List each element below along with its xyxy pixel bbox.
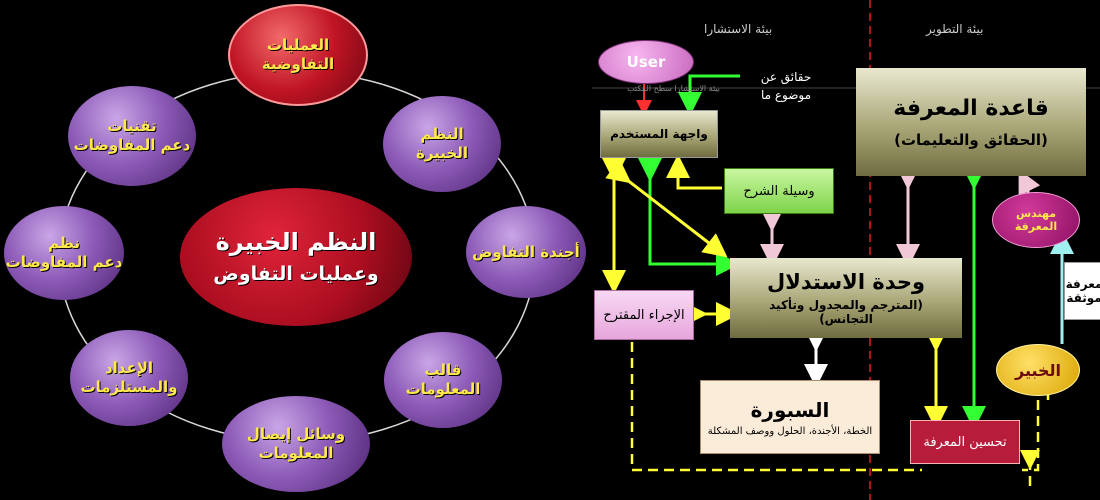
blackboard-box: السبورة الخطة، الأجندة، الحلول ووصف المش…: [700, 380, 880, 454]
inference-subtitle: (المترجم والمجدول وتأكيد التجانس): [769, 298, 923, 326]
node-preparation: الإعداد والمستلزمات: [70, 330, 188, 426]
node-negotiation-processes: العمليات التفاوضية: [228, 4, 368, 106]
header-dev-env: بيئة التطوير: [926, 22, 984, 36]
left-diagram: العمليات التفاوضية النظم الخبيرة أجندة ا…: [4, 4, 586, 492]
consult-desk-label: بيئة الاستشارا سطح المكتب: [627, 84, 720, 93]
kb-subtitle: (الحقائق والتعليمات): [894, 130, 1048, 149]
inference-title: وحدة الاستدلال: [766, 270, 926, 294]
node-negotiation-support-tech: تقنيات دعم المفاوضات: [68, 86, 196, 186]
blackboard-title: السبورة: [750, 397, 830, 422]
explanation-label: وسيلة الشرح: [743, 183, 815, 199]
documented-knowledge-label: معرفة موثقة: [1065, 277, 1100, 305]
knowledge-engineer-node: مهندس المعرفة: [992, 192, 1080, 248]
blackboard-subtitle: الخطة، الأجندة، الحلول ووصف المشكلة: [707, 425, 873, 437]
user-node: User: [598, 40, 694, 84]
proposed-action-box: الإجراء المقترح: [594, 290, 694, 340]
inference-engine-box: وحدة الاستدلال (المترجم والمجدول وتأكيد …: [730, 258, 962, 338]
center-subtitle: وعمليات التفاوض: [213, 263, 379, 286]
node-expert-systems: النظم الخبيرة: [383, 96, 501, 192]
center-node: النظم الخبيرة وعمليات التفاوض: [180, 188, 412, 326]
knowledge-base-box: قاعدة المعرفة (الحقائق والتعليمات): [856, 68, 1086, 176]
proposed-action-label: الإجراء المقترح: [603, 307, 685, 323]
user-interface-box: واجهة المستخدم: [600, 110, 718, 158]
facts-label: حقائق عن موضوع ما: [760, 70, 812, 102]
knowledge-engineer-label: مهندس المعرفة: [1014, 207, 1058, 233]
kb-title: قاعدة المعرفة: [893, 95, 1049, 121]
header-consult-env: بيئة الاستشارا: [704, 22, 773, 36]
node-negotiation-agenda: أجندة التفاوض: [466, 206, 586, 298]
right-diagram: بيئة الاستشارا بيئة التطوير User بيئة ال…: [592, 0, 1100, 500]
node-information-template: قالب المعلومات: [384, 332, 502, 428]
user-interface-label: واجهة المستخدم: [610, 127, 708, 141]
knowledge-improve-box: تحسين المعرفة: [910, 420, 1020, 464]
node-information-delivery: وسائل إيصال المعلومات: [222, 396, 370, 492]
documented-knowledge-box: معرفة موثقة: [1064, 262, 1100, 320]
center-title: النظم الخبيرة: [215, 228, 377, 257]
knowledge-improve-label: تحسين المعرفة: [923, 434, 1007, 450]
explanation-box: وسيلة الشرح: [724, 168, 834, 214]
expert-label: الخبير: [1014, 360, 1062, 380]
expert-node: الخبير: [996, 344, 1080, 396]
user-label: User: [626, 53, 666, 71]
node-negotiation-support-systems: نظم دعم المفاوضات: [4, 206, 124, 300]
